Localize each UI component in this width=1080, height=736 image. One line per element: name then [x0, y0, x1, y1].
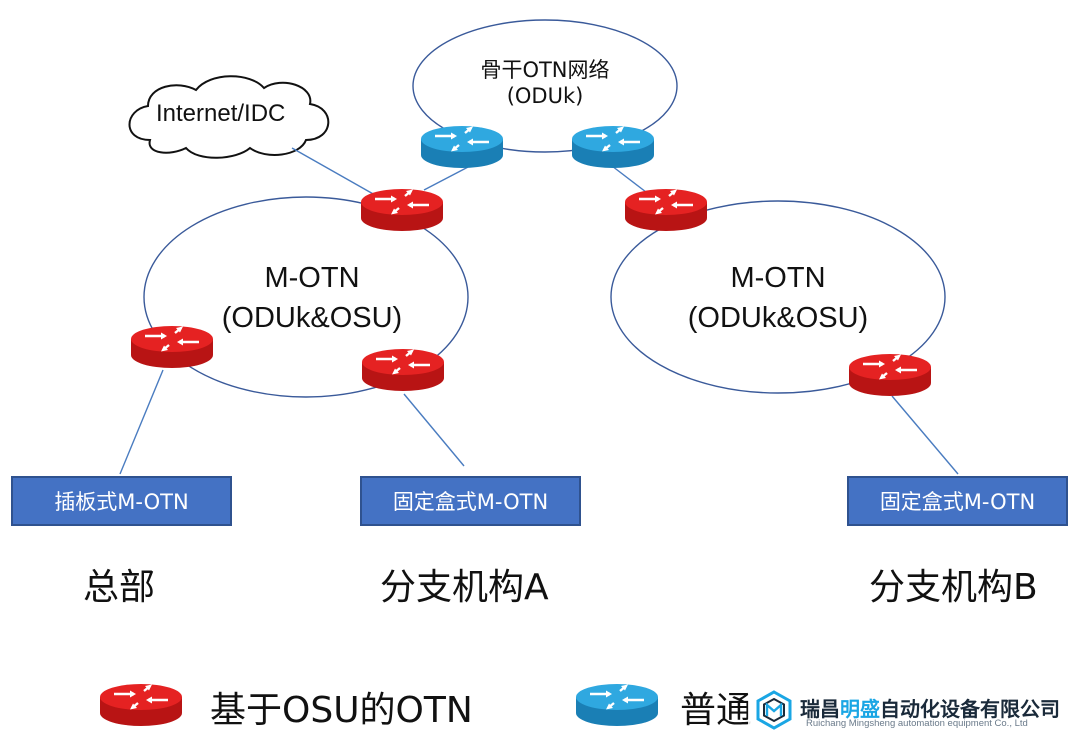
legend-normal-label: 普通 — [680, 690, 753, 731]
left-ring-subtitle: (ODUk&OSU) — [221, 302, 403, 334]
watermark-name-prefix: 瑞昌 — [800, 697, 840, 721]
cloud-label: Internet/IDC — [156, 100, 286, 127]
right-ring-subtitle: (ODUk&OSU) — [687, 302, 869, 334]
left-ring — [143, 196, 469, 398]
link-backbone-left — [423, 165, 471, 191]
hq-device-label: 插板式M-OTN — [54, 490, 189, 514]
branch-a-router-icon — [360, 347, 446, 393]
branch-a-device-label: 固定盒式M-OTN — [392, 490, 549, 514]
left-ring-title: M-OTN — [264, 262, 360, 294]
branch-b-device-label: 固定盒式M-OTN — [879, 490, 1036, 514]
links — [119, 147, 959, 475]
backbone-subtitle: (ODUk) — [506, 84, 584, 108]
watermark-company-name: 瑞昌明盛自动化设备有限公司 — [800, 693, 1060, 722]
link-backbone-right — [611, 165, 647, 193]
backbone-ring — [412, 19, 678, 153]
link-branch-a — [403, 393, 465, 467]
branch-a-device-box: 固定盒式M-OTN — [360, 476, 581, 526]
branch-b-device-box: 固定盒式M-OTN — [847, 476, 1068, 526]
right-ring-top-router-icon — [623, 187, 709, 233]
legend-osu-router-icon — [98, 682, 184, 728]
site-branch-b-label: 分支机构B — [869, 567, 1038, 608]
backbone-router-left-icon — [419, 124, 505, 170]
watermark-backdrop — [748, 688, 1080, 736]
watermark-english-name: Ruichang Mingsheng automation equipment … — [806, 718, 1028, 729]
legend-osu-label: 基于OSU的OTN — [210, 690, 473, 731]
backbone-title: 骨干OTN网络 — [480, 58, 610, 82]
watermark-name-highlight: 明盛 — [840, 697, 880, 721]
backbone-router-right-icon — [570, 124, 656, 170]
left-ring-top-router-icon — [359, 187, 445, 233]
watermark-name-suffix: 自动化设备有限公司 — [880, 697, 1060, 721]
link-hq — [119, 369, 164, 475]
link-branch-b — [891, 395, 959, 475]
hq-device-box: 插板式M-OTN — [11, 476, 232, 526]
branch-b-router-icon — [847, 352, 933, 398]
right-ring-title: M-OTN — [730, 262, 826, 294]
site-hq-label: 总部 — [83, 567, 156, 608]
site-branch-a-label: 分支机构A — [380, 567, 549, 608]
legend-normal-router-icon — [574, 682, 660, 728]
internet-cloud — [128, 75, 330, 159]
link-cloud-router — [291, 147, 376, 196]
right-ring — [610, 200, 946, 394]
hexagon-logo-icon — [756, 690, 792, 730]
